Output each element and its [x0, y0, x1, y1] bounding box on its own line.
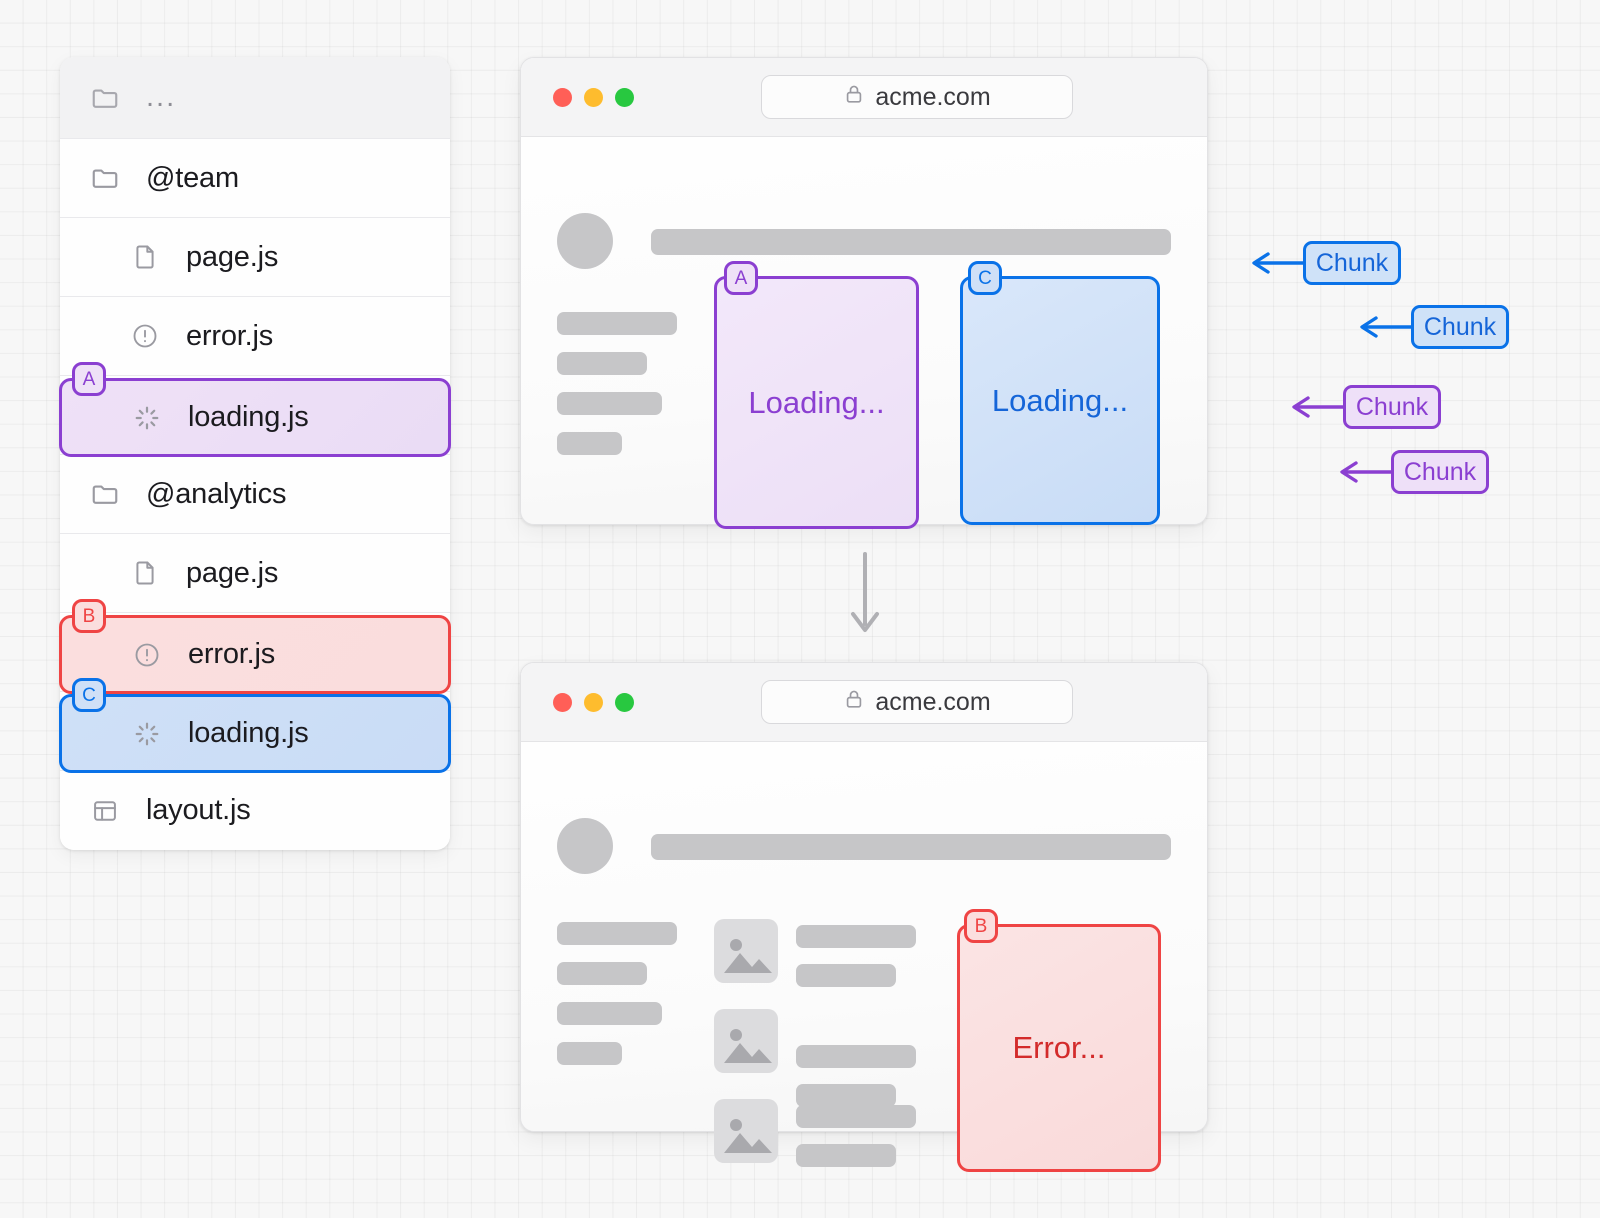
- tree-row-ellipsis[interactable]: ...: [60, 57, 450, 139]
- image-placeholder-icon: [714, 1099, 778, 1163]
- chunk-label-4: Chunk: [1391, 450, 1489, 494]
- loading-panel-c: Loading...: [960, 276, 1160, 525]
- loading-panel-a-label: Loading...: [748, 384, 885, 420]
- down-arrow-icon: [851, 552, 879, 632]
- chunk-label-1: Chunk: [1303, 241, 1401, 285]
- tree-row-label: @analytics: [146, 477, 287, 510]
- folder-icon: [88, 81, 122, 115]
- sidebar-skeleton-bar: [557, 352, 647, 375]
- browser-window-top: acme.com Loading... A Loading... C: [520, 57, 1208, 529]
- badge-a: A: [72, 362, 106, 396]
- list-item-skeleton-bar: [796, 1045, 916, 1068]
- badge-a-panel: A: [724, 261, 758, 295]
- minimize-window-button[interactable]: [584, 87, 603, 107]
- error-panel-b: Error...: [957, 924, 1161, 1172]
- spinner-icon: [130, 717, 164, 751]
- loading-panel-a: Loading...: [714, 276, 919, 529]
- header-skeleton-bar: [651, 229, 1171, 255]
- tree-row-label: loading.js: [188, 401, 309, 433]
- error-panel-b-label: Error...: [1012, 1030, 1106, 1065]
- close-window-button[interactable]: [553, 692, 572, 712]
- browser-titlebar: acme.com: [521, 58, 1207, 137]
- header-skeleton-bar: [651, 834, 1171, 860]
- loading-panel-c-label: Loading...: [991, 382, 1129, 418]
- sidebar-skeleton-bar: [557, 312, 677, 335]
- sidebar-skeleton-bar: [557, 1042, 622, 1065]
- address-bar-url: acme.com: [875, 82, 991, 111]
- image-placeholder-icon: [714, 919, 778, 983]
- chunk-label-3: Chunk: [1343, 385, 1441, 429]
- tree-row-team-page[interactable]: page.js: [60, 218, 450, 297]
- sidebar-skeleton-bar: [557, 1002, 662, 1025]
- tree-row-label: @team: [146, 161, 239, 194]
- tree-row-label: layout.js: [146, 794, 251, 826]
- maximize-window-button[interactable]: [615, 87, 634, 107]
- browser-titlebar: acme.com: [521, 663, 1207, 742]
- tree-row-team[interactable]: @team: [60, 139, 450, 218]
- tree-row-highlight-a[interactable]: loading.js: [59, 378, 451, 457]
- maximize-window-button[interactable]: [615, 692, 634, 712]
- traffic-lights[interactable]: [553, 87, 634, 107]
- tree-row-analytics[interactable]: @analytics: [60, 455, 450, 534]
- sidebar-skeleton-bar: [557, 922, 677, 945]
- badge-b: B: [72, 599, 106, 633]
- address-bar-url: acme.com: [875, 687, 991, 716]
- list-item-skeleton-bar: [796, 925, 916, 948]
- badge-c-panel: C: [968, 261, 1002, 295]
- browser-window-bottom: acme.com: [520, 662, 1208, 1172]
- tree-row-highlight-c[interactable]: loading.js: [59, 694, 451, 773]
- image-placeholder-icon: [714, 1009, 778, 1073]
- tree-row-label: error.js: [188, 638, 276, 670]
- tree-row-label: loading.js: [188, 717, 309, 749]
- tree-row-label: error.js: [186, 319, 274, 352]
- lock-icon: [843, 688, 865, 717]
- tree-row-layout[interactable]: layout.js: [60, 771, 450, 850]
- sidebar-skeleton-bar: [557, 392, 662, 415]
- list-item-skeleton-bar: [796, 1144, 896, 1167]
- avatar: [557, 213, 613, 269]
- tree-row-highlight-b[interactable]: error.js: [59, 615, 451, 694]
- chunk-label-2: Chunk: [1411, 305, 1509, 349]
- address-bar[interactable]: acme.com: [761, 680, 1073, 724]
- alert-circle-icon: [130, 638, 164, 672]
- address-bar[interactable]: acme.com: [761, 75, 1073, 119]
- tree-row-analytics-page[interactable]: page.js: [60, 534, 450, 613]
- avatar: [557, 818, 613, 874]
- layout-icon: [88, 794, 122, 828]
- minimize-window-button[interactable]: [584, 692, 603, 712]
- list-item-skeleton-bar: [796, 964, 896, 987]
- traffic-lights[interactable]: [553, 692, 634, 712]
- file-tree-panel: ... @team page.js error: [59, 57, 451, 850]
- tree-row-label: ...: [146, 80, 177, 113]
- tree-row-label: page.js: [186, 240, 279, 273]
- badge-c: C: [72, 678, 106, 712]
- sidebar-skeleton-bar: [557, 962, 647, 985]
- badge-b-panel: B: [964, 909, 998, 943]
- sidebar-skeleton-bar: [557, 432, 622, 455]
- folder-icon: [88, 477, 122, 511]
- close-window-button[interactable]: [553, 87, 572, 107]
- file-icon: [128, 556, 162, 590]
- spinner-icon: [130, 401, 164, 435]
- alert-circle-icon: [128, 319, 162, 353]
- lock-icon: [843, 83, 865, 112]
- file-icon: [128, 240, 162, 274]
- folder-icon: [88, 161, 122, 195]
- list-item-skeleton-bar: [796, 1084, 896, 1107]
- tree-row-label: page.js: [186, 556, 279, 589]
- list-item-skeleton-bar: [796, 1105, 916, 1128]
- tree-row-team-error[interactable]: error.js: [60, 297, 450, 376]
